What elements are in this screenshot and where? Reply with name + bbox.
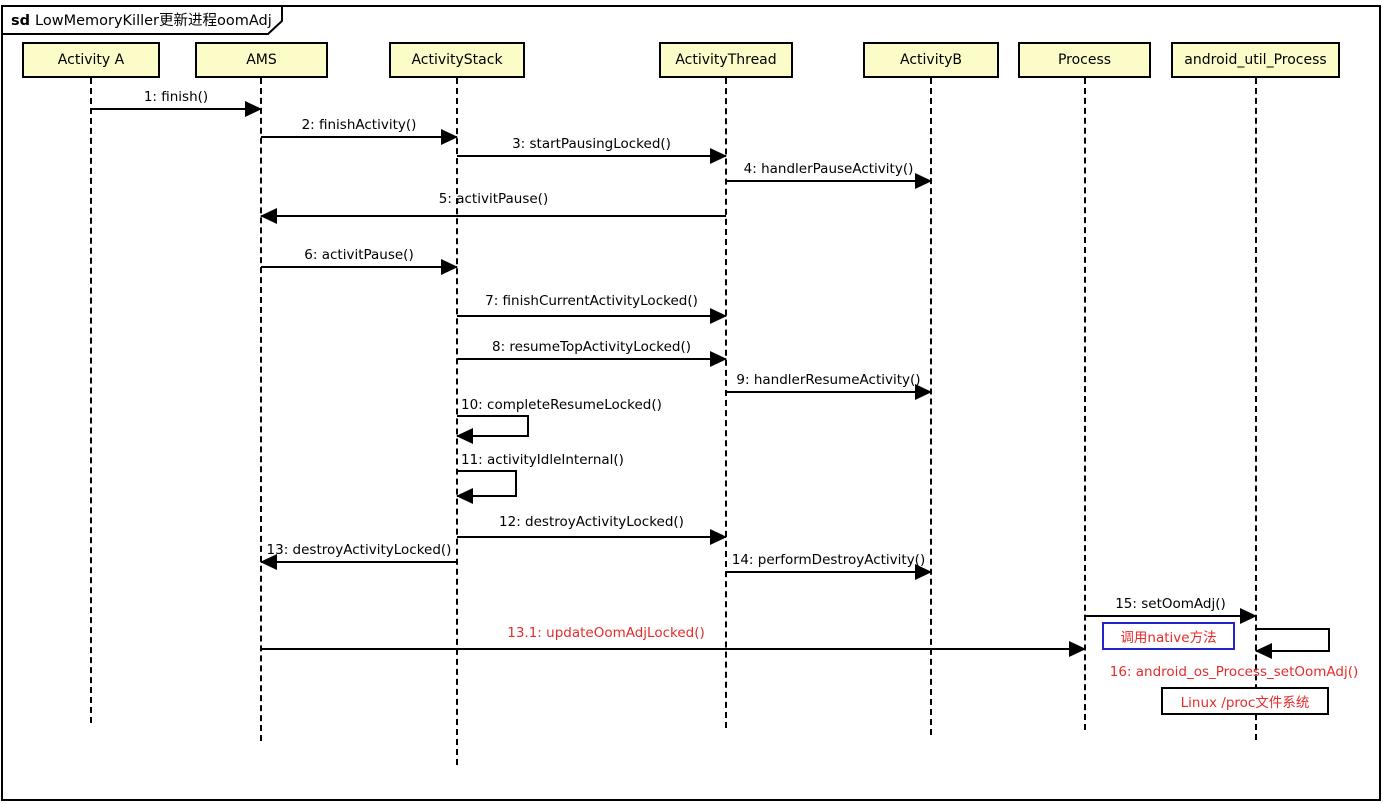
message-line <box>457 155 726 157</box>
message-10-label: 10: completeResumeLocked() <box>461 397 662 413</box>
arrowhead-right-icon <box>915 564 932 580</box>
message-1-label: 1: finish() <box>143 89 209 105</box>
message-line <box>457 536 726 538</box>
message-line <box>726 391 931 393</box>
arrowhead-left-icon <box>456 428 473 444</box>
lifeline-head-android-util-process: android_util_Process <box>1171 42 1340 78</box>
message-line <box>261 648 1085 650</box>
note-call-native-method: 调用native方法 <box>1102 622 1235 650</box>
message-5-label: 5: activitPause() <box>438 191 549 207</box>
message-14-label: 14: performDestroyActivity() <box>731 552 926 568</box>
lifeline-head-activitythread: ActivityThread <box>659 42 793 78</box>
note-linux-proc-filesystem: Linux /proc文件系统 <box>1161 687 1329 715</box>
diagram-frame <box>1 5 1381 801</box>
arrowhead-left-icon <box>1255 643 1272 659</box>
lifeline-android-util-process <box>1255 78 1257 740</box>
lifeline-head-activitystack: ActivityStack <box>389 42 525 78</box>
lifeline-activityb <box>930 78 932 735</box>
message-line <box>726 571 931 573</box>
message-line <box>726 180 931 182</box>
arrowhead-right-icon <box>441 129 458 145</box>
message-13-label: 13: destroyActivityLocked() <box>266 542 452 558</box>
arrowhead-left-icon <box>456 488 473 504</box>
message-line <box>261 561 457 563</box>
message-16-self-loop <box>1255 628 1330 659</box>
arrowhead-right-icon <box>915 173 932 189</box>
message-line <box>261 136 457 138</box>
arrowhead-left-icon <box>260 554 277 570</box>
message-13-1-label: 13.1: updateOomAdjLocked() <box>507 625 705 641</box>
arrowhead-right-icon <box>915 384 932 400</box>
message-11-activityidleinternal: 11: activityIdleInternal() <box>456 452 624 504</box>
message-12-label: 12: destroyActivityLocked() <box>499 514 684 530</box>
arrowhead-right-icon <box>1069 641 1086 657</box>
message-10-completeresumelocked: 10: completeResumeLocked() <box>456 397 662 444</box>
message-line <box>261 266 457 268</box>
arrowhead-right-icon <box>441 259 458 275</box>
message-line <box>457 358 726 360</box>
lifeline-head-ams: AMS <box>195 42 328 78</box>
arrowhead-right-icon <box>710 308 727 324</box>
lifeline-head-activity-a: Activity A <box>22 42 160 78</box>
message-6-label: 6: activitPause() <box>304 247 414 263</box>
lifeline-head-activityb: ActivityB <box>863 42 999 78</box>
message-7-label: 7: finishCurrentActivityLocked() <box>485 293 698 309</box>
message-11-label: 11: activityIdleInternal() <box>461 452 624 468</box>
lifeline-activitystack <box>456 78 458 765</box>
arrowhead-left-icon <box>260 208 277 224</box>
message-line <box>1085 615 1256 617</box>
arrowhead-right-icon <box>710 351 727 367</box>
arrowhead-right-icon <box>1240 608 1257 624</box>
title-keyword: sd <box>11 13 31 29</box>
arrowhead-right-icon <box>710 529 727 545</box>
arrowhead-right-icon <box>710 148 727 164</box>
title-tab-shape <box>1 5 283 35</box>
message-4-label: 4: handlerPauseActivity() <box>743 161 914 177</box>
arrowhead-right-icon <box>245 101 262 117</box>
lifeline-activity-a <box>90 78 92 723</box>
message-15-label: 15: setOomAdj() <box>1115 596 1226 612</box>
message-9-label: 9: handlerResumeActivity() <box>736 372 921 388</box>
message-3-label: 3: startPausingLocked() <box>512 136 671 152</box>
title-label: LowMemoryKiller更新进程oomAdj <box>35 13 272 29</box>
message-line <box>91 108 261 110</box>
lifeline-process <box>1084 78 1086 730</box>
message-8-label: 8: resumeTopActivityLocked() <box>491 339 691 355</box>
message-line <box>261 215 726 217</box>
lifeline-ams <box>260 78 262 741</box>
lifeline-head-process: Process <box>1018 42 1151 78</box>
message-2-label: 2: finishActivity() <box>301 117 417 133</box>
message-line <box>457 315 726 317</box>
message-16-label: 16: android_os_Process_setOomAdj() <box>1109 664 1359 680</box>
lifeline-activitythread <box>725 78 727 728</box>
